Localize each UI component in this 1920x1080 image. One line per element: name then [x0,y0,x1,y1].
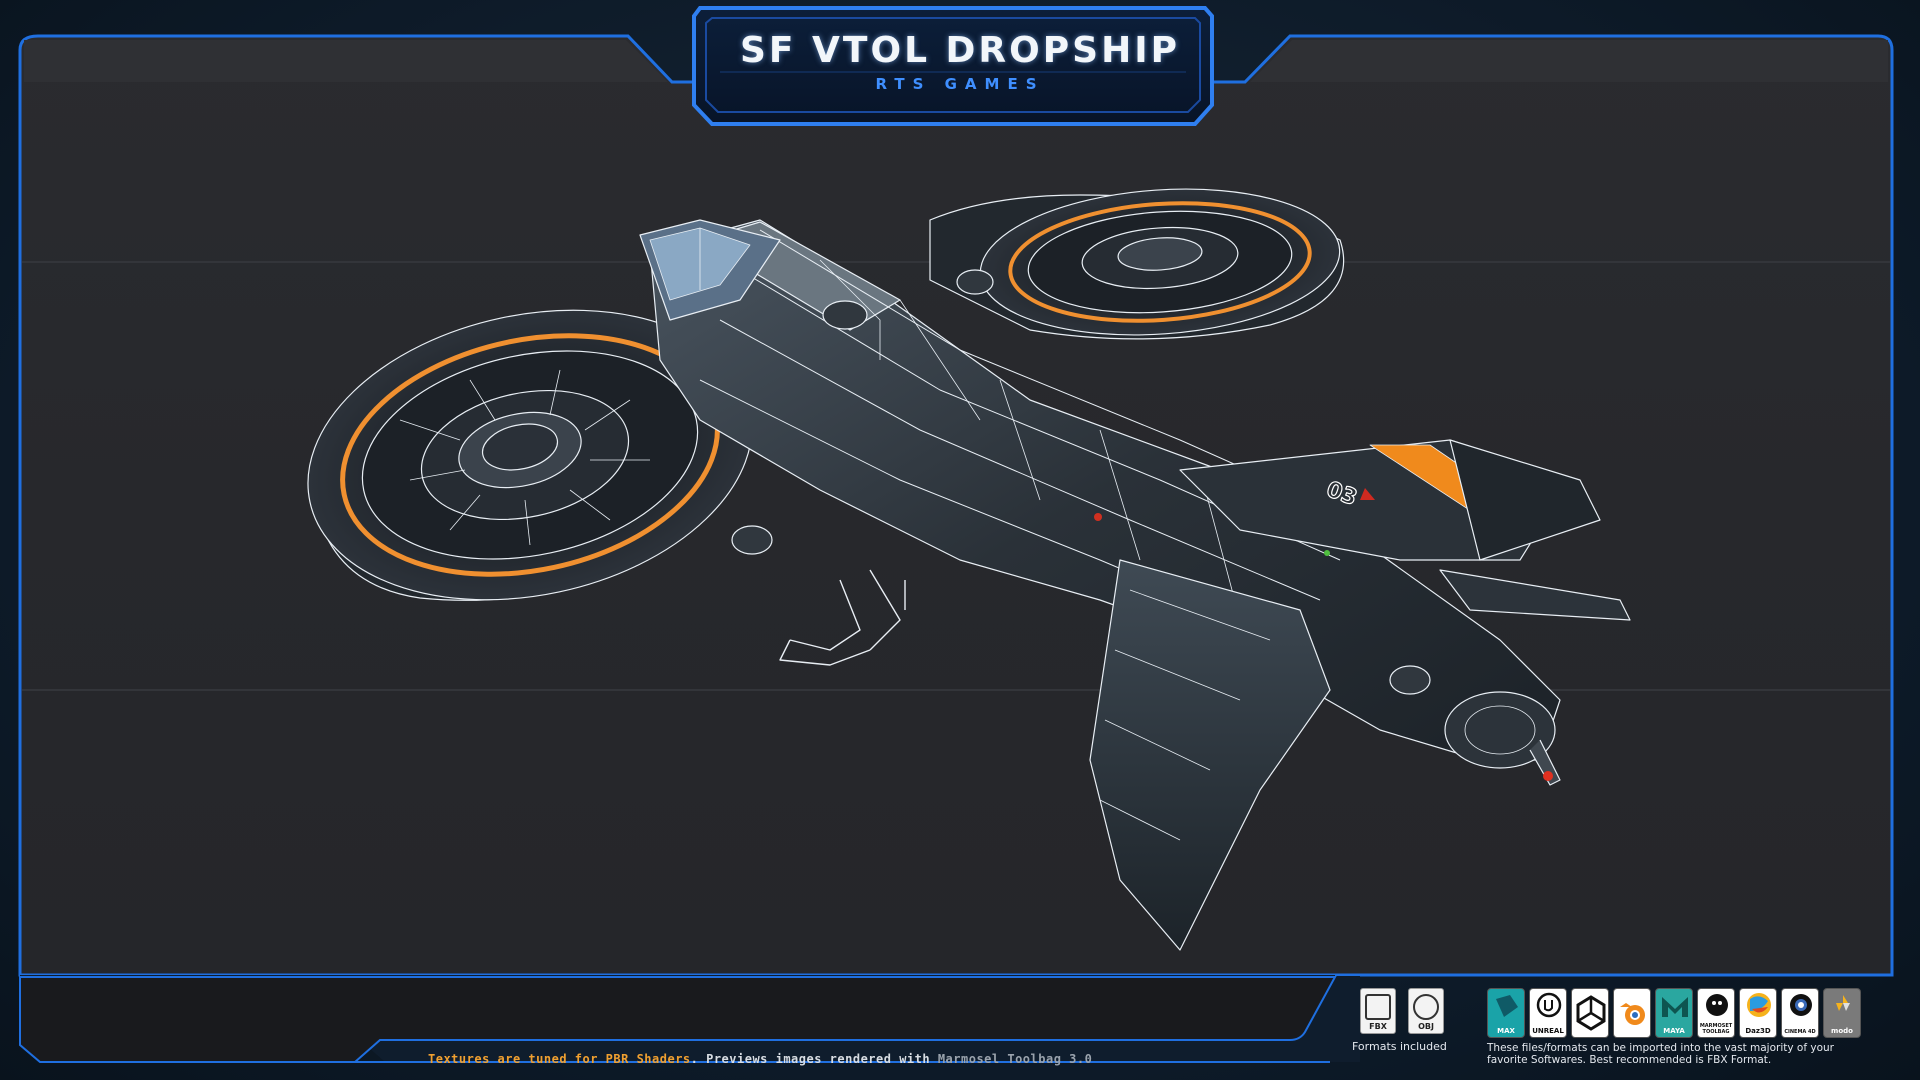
cockpit [639,219,781,321]
modo-icon: modo [1823,988,1861,1038]
fbx-file-icon: FBX [1360,988,1396,1034]
lower-wing [1089,559,1331,951]
cinema4d-icon: CINEMA 4D [1781,988,1819,1038]
unreal-engine-icon: UNREAL [1529,988,1567,1038]
landing-gear [779,569,906,666]
modo-label: modo [1831,1027,1853,1035]
max-label: MAX [1497,1027,1515,1035]
blender-icon [1613,988,1651,1038]
title-plate [692,6,1214,126]
maya-icon: MAYA [1655,988,1693,1038]
page-subtitle: RTS GAMES [875,75,1045,93]
footer-note-pbr: Textures are tuned for PBR Shaders [428,1052,691,1066]
obj-label: OBJ [1418,1022,1434,1031]
unreal-label: UNREAL [1532,1027,1564,1035]
unity-icon [1571,988,1609,1038]
daz3d-icon: Daz3D [1739,988,1777,1038]
software-caption: These files/formats can be imported into… [1487,1042,1834,1066]
tail: 03 [1179,439,1631,621]
nose-turret [1444,691,1561,786]
side-engines [731,269,1431,695]
dropship-model: 03 [307,188,1631,951]
left-rotor [307,309,753,601]
marmoset-label: MARMOSET TOOLBAG [1699,1023,1733,1035]
maya-label: MAYA [1663,1027,1685,1035]
3ds-max-icon: MAX [1487,988,1525,1038]
footer-note-middle: . Previews images rendered with [690,1052,938,1066]
page-title: SF VTOL DROPSHIP [740,30,1180,71]
footer-note: Textures are tuned for PBR Shaders. Prev… [428,1052,1092,1066]
footer-note-renderer: Marmosel Toolbag 3.0 [937,1052,1093,1066]
formats-caption: Formats included [1352,1040,1447,1053]
fbx-label: FBX [1369,1022,1387,1031]
daz3d-label: Daz3D [1745,1027,1771,1035]
marmoset-toolbag-icon: MARMOSET TOOLBAG [1697,988,1735,1038]
right-rotor [929,188,1345,340]
obj-file-icon: OBJ [1408,988,1444,1034]
cinema4d-label: CINEMA 4D [1784,1029,1816,1035]
